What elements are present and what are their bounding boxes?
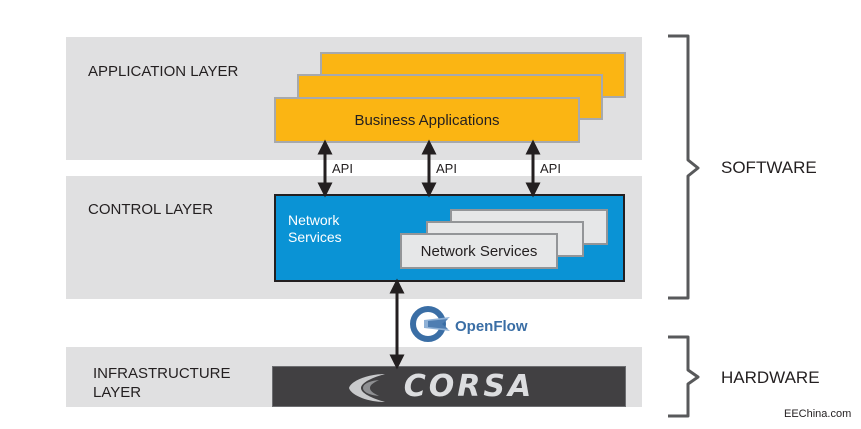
openflow-logo-icon — [410, 306, 450, 342]
corsa-logo-text: CORSA — [403, 369, 535, 404]
corsa-logo-box: CORSA — [272, 366, 626, 407]
api-label-right: API — [540, 161, 561, 176]
infrastructure-layer-title-line2: LAYER — [93, 384, 142, 401]
network-services-heading-line1: Network — [288, 212, 340, 228]
network-services-card-label: Network Services — [420, 242, 538, 260]
openflow-logo-text: OpenFlow — [455, 318, 528, 335]
software-label: SOFTWARE — [721, 158, 817, 177]
corsa-swoosh-icon — [349, 374, 385, 402]
control-layer-title: CONTROL LAYER — [88, 201, 214, 218]
api-label-left: API — [332, 161, 353, 176]
infrastructure-layer-title: INFRASTRUCTURE LAYER — [93, 364, 231, 402]
network-services-heading-line2: Services — [288, 229, 342, 245]
network-services-heading: Network Services — [288, 212, 342, 246]
infrastructure-layer-title-line1: INFRASTRUCTURE — [93, 365, 231, 382]
hardware-bracket — [668, 335, 700, 418]
business-apps-label: Business Applications — [354, 111, 500, 129]
api-label-middle: API — [436, 161, 457, 176]
application-layer-title: APPLICATION LAYER — [88, 63, 239, 80]
source-credit: EEChina.com — [784, 408, 852, 420]
software-bracket — [668, 34, 700, 300]
hardware-label: HARDWARE — [721, 368, 820, 387]
network-services-card: Network Services — [400, 233, 558, 269]
business-apps-card: Business Applications — [274, 97, 580, 143]
